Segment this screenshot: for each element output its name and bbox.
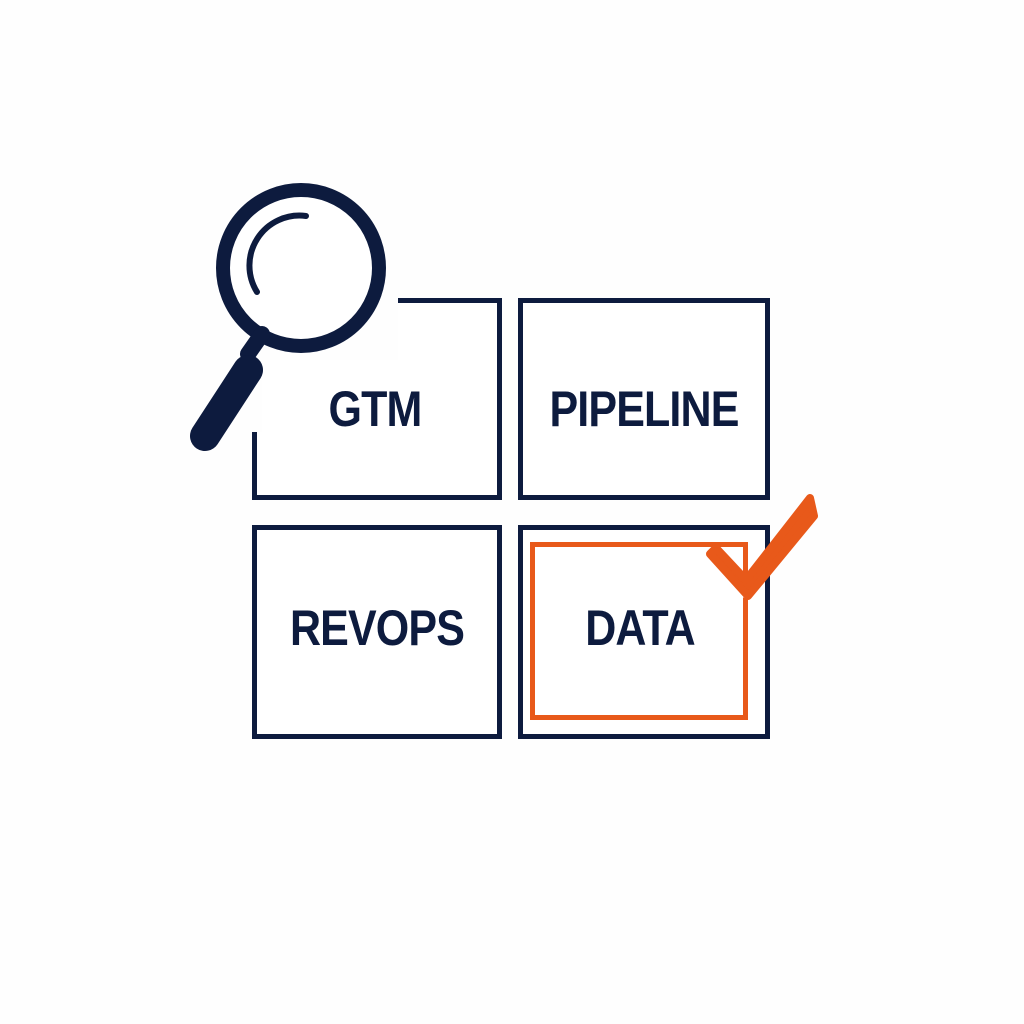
data-highlight-frame (530, 542, 748, 720)
cell-pipeline (518, 298, 770, 500)
cell-revops (252, 525, 502, 739)
cell-label-revops: REVOPS (289, 600, 465, 656)
cell-label-pipeline: PIPELINE (549, 381, 739, 437)
cell-label-data: DATA (585, 600, 695, 656)
cell-label-gtm: GTM (328, 381, 423, 437)
